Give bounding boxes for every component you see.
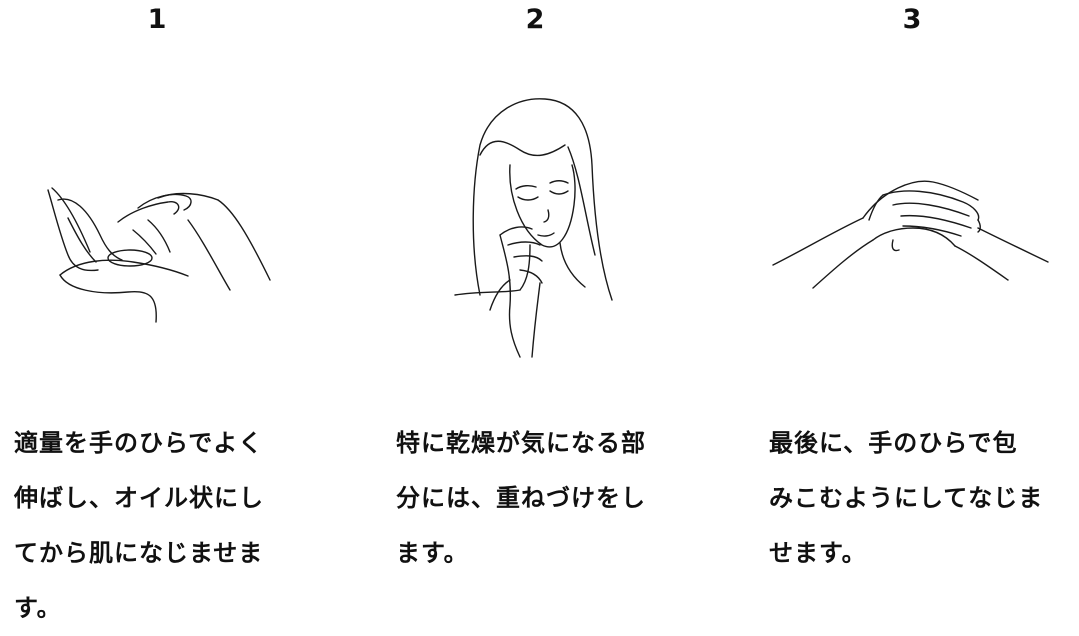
description-line: ます。 [396,526,646,581]
description-line: 適量を手のひらでよく [14,416,264,471]
step-2: 2 [370,0,700,626]
hands-covering-icon [773,170,1058,295]
step-description: 適量を手のひらでよく 伸ばし、オイル状にし てから肌になじませま す。 [14,416,264,636]
description-line: みこむようにしてなじま [769,471,1043,526]
step-description: 特に乾燥が気になる部 分には、重ねづけをし ます。 [396,416,646,581]
description-line: 最後に、手のひらで包 [769,416,1043,471]
step-number: 2 [370,4,700,35]
description-line: せます。 [769,526,1043,581]
step-3: 3 最後に、手のひらで包 みこむようにしてなじま せます。 [745,0,1079,626]
description-line: 伸ばし、オイル状にし [14,471,264,526]
step-1: 1 適量を手のひらでよく 伸ばし、オイル状にし てから肌になじませま す。 [0,0,330,626]
description-line: 特に乾燥が気になる部 [396,416,646,471]
description-line: す。 [14,581,264,636]
description-line: 分には、重ねづけをし [396,471,646,526]
woman-layering-face-icon [450,95,620,360]
description-line: てから肌になじませま [14,526,264,581]
step-number: 3 [745,4,1079,35]
applying-oil-hands-icon [38,180,278,330]
step-description: 最後に、手のひらで包 みこむようにしてなじま せます。 [769,416,1043,581]
step-number: 1 [0,4,322,35]
